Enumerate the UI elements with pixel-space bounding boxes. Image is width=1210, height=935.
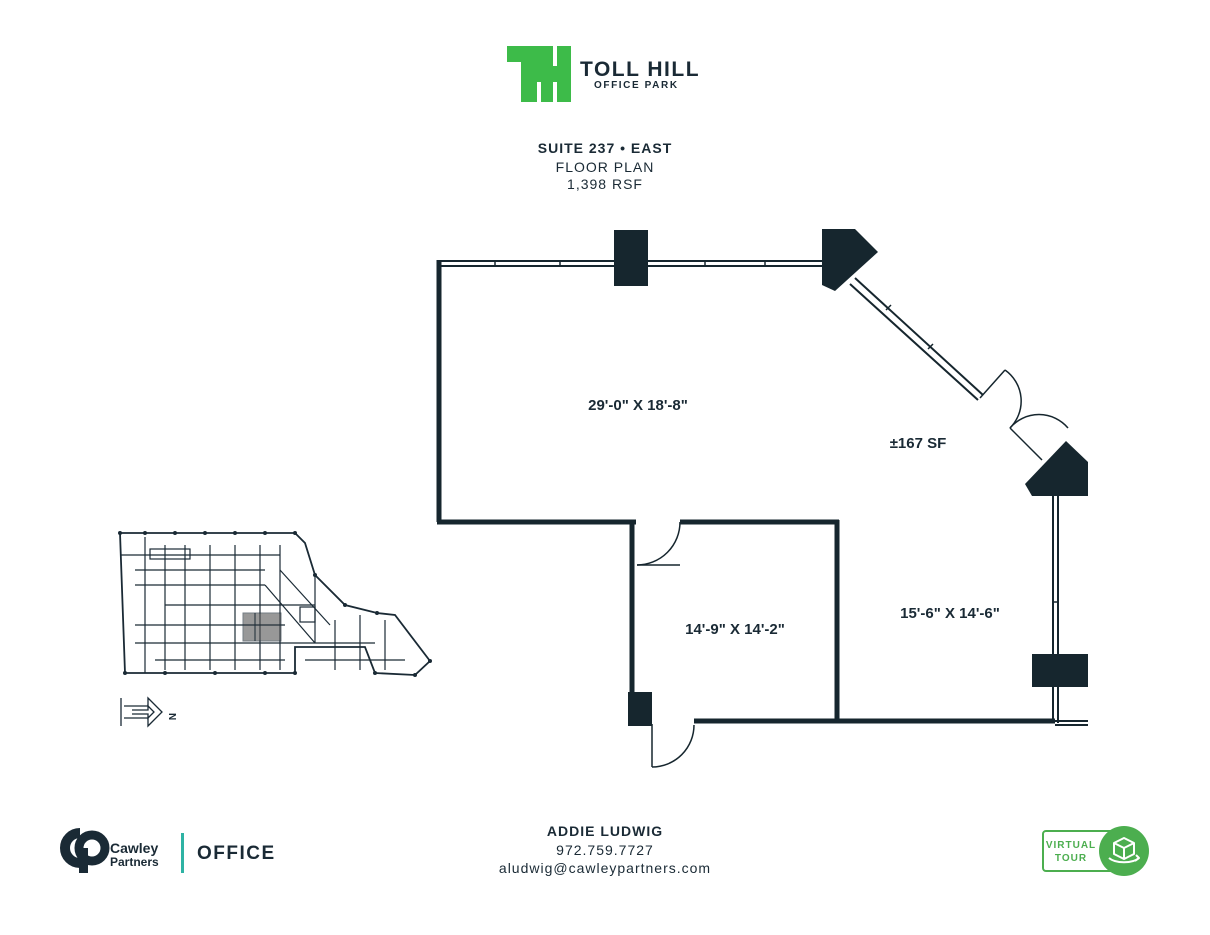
building-key-plan — [118, 531, 432, 677]
cawley-partners-logo: Cawley Partners — [58, 825, 173, 880]
plan-label: FLOOR PLAN — [555, 159, 655, 175]
room-main-dimensions: 29'-0" X 18'-8" — [588, 397, 688, 414]
cube-360-icon — [1099, 826, 1149, 876]
toll-hill-monogram-icon — [507, 46, 571, 102]
virtual-tour-label-line1: VIRTUAL — [1045, 840, 1097, 851]
office-b-dimensions: 15'-6" X 14'-6" — [900, 605, 1000, 622]
company-name-line1: Cawley — [110, 840, 158, 856]
virtual-tour-button[interactable]: VIRTUAL TOUR — [1042, 826, 1150, 877]
division-label: OFFICE — [197, 843, 276, 864]
office-a-dimensions: 14'-9" X 14'-2" — [685, 621, 785, 638]
suite-highlight — [242, 612, 282, 642]
cawley-monogram-icon: Cawley Partners — [60, 828, 159, 873]
reception-area: ±167 SF — [890, 435, 947, 452]
north-arrow-icon: N — [120, 696, 177, 728]
toll-hill-logo — [507, 44, 707, 104]
rsf-label: 1,398 RSF — [567, 176, 643, 192]
brand-name: TOLL HILL — [580, 58, 701, 81]
contact-email[interactable]: aludwig@cawleypartners.com — [498, 860, 712, 876]
contact-name: ADDIE LUDWIG — [546, 823, 664, 839]
virtual-tour-label-line2: TOUR — [1054, 853, 1088, 864]
contact-phone[interactable]: 972.759.7727 — [556, 842, 654, 858]
north-label: N — [166, 713, 177, 720]
suite-title: SUITE 237 • EAST — [537, 140, 673, 156]
logo-divider — [181, 833, 184, 873]
company-name-line2: Partners — [110, 855, 159, 869]
brand-subtitle: OFFICE PARK — [594, 80, 679, 91]
floor-plan: 29'-0" X 18'-8" ±167 SF 14'-9" X 14'-2" … — [436, 229, 1088, 768]
